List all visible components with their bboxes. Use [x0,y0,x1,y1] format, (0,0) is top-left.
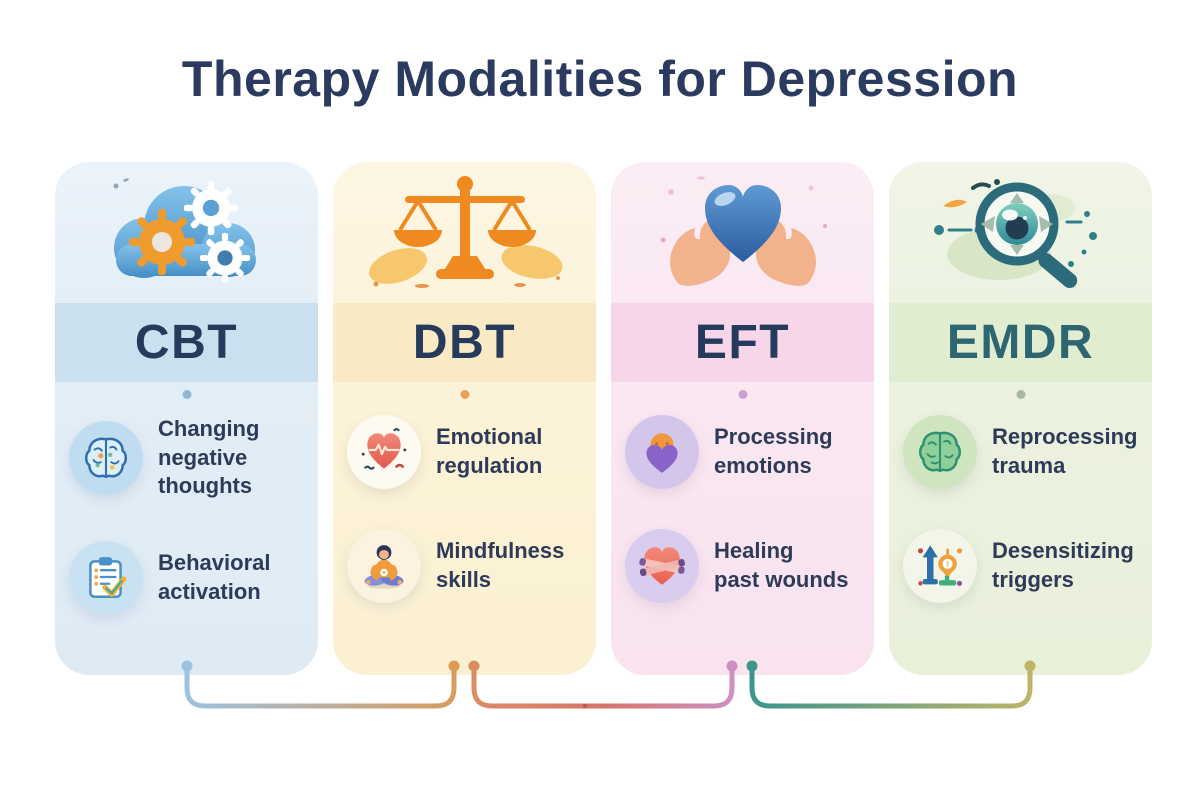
hugging-heart-icon [625,415,699,489]
eft-item-1: Processing emotions [611,415,874,489]
cbt-item-2-label: Behavioral activation [158,550,271,604]
balance-scale-icon [360,168,570,297]
dbt-item-1-label: Emotional regulation [436,424,543,478]
connector-speck [582,703,588,709]
dbt-band-dot [460,390,469,399]
cbt-band-dot [182,390,191,399]
emdr-items: Reprocessing trauma [889,382,1152,675]
meditation-icon [347,529,421,603]
cbt-title-band: CBT [55,303,318,382]
card-emdr: EMDR Reprocessing trauma [889,162,1152,675]
emdr-band-dot [1016,390,1025,399]
page-title: Therapy Modalities for Depression [181,51,1019,107]
eft-items: Processing emotions [611,382,874,675]
brain-icon [69,420,143,495]
dbt-item-2: Mindfulness skills [333,529,596,603]
emdr-item-1-label: Reprocessing trauma [992,424,1138,478]
cloud-gears-icon [92,168,282,297]
clipboard-checklist-icon [69,540,143,615]
eye-magnifier-icon [921,166,1121,299]
dbt-items: Emotional regulation [333,382,596,675]
card-eft: EFT Processing emotions [611,162,874,675]
eft-title: EFT [694,316,791,369]
eft-item-2: Healing past wounds [611,529,874,603]
cbt-item-2: Behavioral activation [55,540,318,615]
eft-title-band: EFT [611,303,874,382]
emdr-title-band: EMDR [889,303,1152,382]
dbt-item-1: Emotional regulation [333,415,596,489]
dbt-item-2-label: Mindfulness skills [436,538,565,592]
eft-item-2-label: Healing past wounds [714,538,849,592]
modality-cards: CBT Changing negative thoughts [55,162,1152,675]
emdr-item-1: Reprocessing trauma [889,415,1152,489]
cbt-items: Changing negative thoughts Behavio [55,382,318,675]
cbt-item-1: Changing negative thoughts [55,415,318,501]
heart-ekg-icon [347,415,421,489]
cbt-title: CBT [134,316,239,369]
eft-icon-area [611,162,874,303]
emdr-item-2: Desensitizing triggers [889,529,1152,603]
bandaged-heart-icon [625,529,699,603]
emdr-icon-area [889,162,1152,303]
brain-green-icon [903,415,977,489]
number-one-pin-icon [903,529,977,603]
dbt-icon-area [333,162,596,303]
eft-item-1-label: Processing emotions [714,424,833,478]
hands-holding-heart-icon [643,166,843,299]
cbt-item-1-label: Changing negative thoughts [158,416,260,499]
eft-band-dot [738,390,747,399]
dbt-title: DBT [412,316,517,369]
card-dbt: DBT Emotional regulati [333,162,596,675]
emdr-title: EMDR [946,316,1095,369]
emdr-item-2-label: Desensitizing triggers [992,538,1134,592]
card-cbt: CBT Changing negative thoughts [55,162,318,675]
cbt-icon-area [55,162,318,303]
dbt-title-band: DBT [333,303,596,382]
